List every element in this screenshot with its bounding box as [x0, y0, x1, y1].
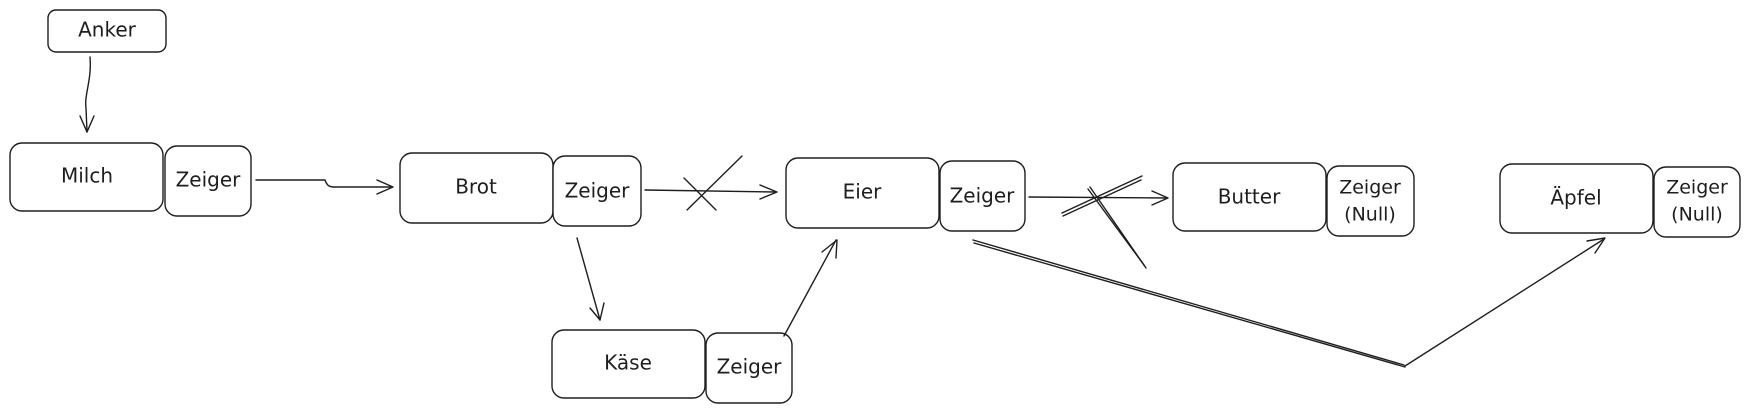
- node-brot-pointer: Zeiger: [565, 179, 631, 203]
- node-eier: Eier Zeiger: [785, 157, 1026, 232]
- node-milch-value-box: [9, 142, 164, 212]
- node-milch: Milch Zeiger: [9, 142, 252, 217]
- node-aepfel-pointer-box: [1653, 166, 1741, 238]
- node-butter-pointer-line1: Zeiger: [1339, 177, 1401, 199]
- node-milch-pointer: Zeiger: [176, 168, 242, 192]
- node-butter-value-box: [1172, 162, 1327, 232]
- node-brot-value: Brot: [455, 175, 497, 199]
- node-aepfel-pointer-line1: Zeiger: [1666, 177, 1728, 199]
- arrow-eier-aepfel: [972, 237, 1606, 368]
- node-milch-pointer-box: [164, 145, 252, 217]
- arrow-eier-butter-removed: [1028, 175, 1169, 269]
- arrow-brot-kaese: [576, 237, 605, 321]
- arrow-milch-brot: [255, 179, 394, 195]
- arrow-anker-milch: [79, 56, 95, 133]
- node-kaese-value: Käse: [604, 351, 652, 375]
- node-kaese-pointer: Zeiger: [717, 355, 783, 379]
- node-eier-value-box: [785, 157, 940, 229]
- node-eier-pointer: Zeiger: [950, 184, 1016, 208]
- node-eier-pointer-box: [939, 160, 1026, 232]
- node-aepfel: Äpfel Zeiger (Null): [1499, 163, 1741, 238]
- node-brot-pointer-box: [552, 155, 642, 227]
- node-aepfel-value-box: [1499, 163, 1654, 234]
- node-aepfel-pointer-line2: (Null): [1671, 204, 1723, 226]
- node-milch-value: Milch: [61, 164, 113, 188]
- node-brot: Brot Zeiger: [399, 152, 642, 227]
- arrow-kaese-eier: [783, 239, 838, 337]
- anchor-label: Anker: [78, 18, 137, 42]
- node-aepfel-value: Äpfel: [1550, 186, 1601, 210]
- node-butter-pointer-line2: (Null): [1344, 204, 1396, 226]
- node-kaese: Käse Zeiger: [551, 329, 793, 404]
- arrow-brot-eier-removed: [644, 155, 778, 211]
- node-eier-value: Eier: [843, 180, 882, 204]
- node-butter: Butter Zeiger (Null): [1172, 162, 1415, 237]
- node-kaese-value-box: [551, 329, 706, 399]
- anchor-node: Anker: [47, 9, 167, 53]
- node-butter-value: Butter: [1218, 185, 1281, 209]
- node-kaese-pointer-box: [705, 332, 793, 404]
- node-butter-pointer-box: [1326, 165, 1415, 237]
